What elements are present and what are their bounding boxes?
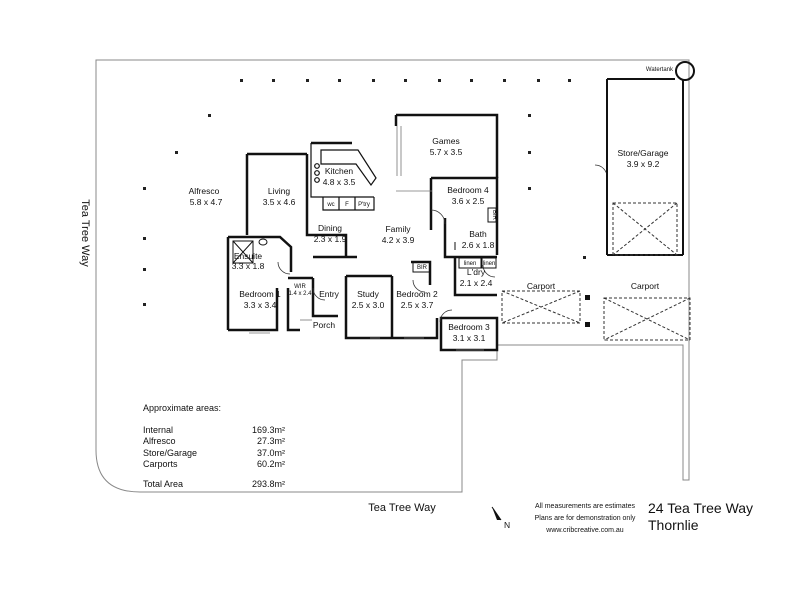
room-size: 4.2 x 3.9 bbox=[382, 235, 415, 245]
area-value: 37.0m² bbox=[256, 447, 285, 458]
room-name: WIR bbox=[294, 284, 306, 290]
windows bbox=[249, 126, 484, 351]
street-label-left: Tea Tree Way bbox=[79, 199, 91, 267]
watertank-icon bbox=[675, 61, 695, 81]
total-value: 293.8m² bbox=[251, 478, 285, 489]
area-label: Internal bbox=[143, 424, 174, 435]
watertank-label: Watertank bbox=[646, 67, 674, 73]
bir-small-label: BIR bbox=[491, 210, 497, 221]
store-garage bbox=[606, 78, 684, 256]
room-name: Bedroom 3 bbox=[448, 322, 490, 332]
approximate-areas: Approximate areas: Internal 169.3m² Alfr… bbox=[143, 403, 285, 490]
room-size: 5.7 x 3.5 bbox=[430, 147, 463, 157]
room-size: 2.6 x 1.8 bbox=[462, 240, 495, 250]
room-name: Study bbox=[357, 289, 379, 299]
area-label: Carports bbox=[143, 459, 178, 469]
alfresco-markers bbox=[143, 79, 586, 306]
house-walls bbox=[226, 113, 499, 352]
room-name: Kitchen bbox=[325, 166, 354, 176]
note-line: Plans are for demonstration only bbox=[534, 515, 636, 522]
ensuite-fixtures bbox=[232, 238, 268, 264]
room-size: 4.8 x 3.5 bbox=[323, 177, 356, 187]
room-size: 3.9 x 9.2 bbox=[627, 159, 660, 169]
fridge-label: F bbox=[345, 202, 349, 208]
areas-total-row: Total Area 293.8m² bbox=[143, 479, 285, 491]
kitchen-walls bbox=[310, 143, 377, 211]
room-labels: Alfresco 5.8 x 4.7 Living 3.5 x 4.6 Kitc… bbox=[189, 136, 669, 343]
pantry-label: P'try bbox=[358, 202, 370, 208]
area-label: Store/Garage bbox=[143, 447, 198, 458]
room-name: Bedroom 1 bbox=[239, 289, 281, 299]
room-size: 3.5 x 4.6 bbox=[263, 197, 296, 207]
carports bbox=[501, 290, 691, 341]
room-size: 2.5 x 3.0 bbox=[352, 300, 385, 310]
total-label: Total Area bbox=[143, 478, 184, 489]
room-name: Ensuite bbox=[234, 251, 263, 261]
note-line: All measurements are estimates bbox=[535, 503, 635, 510]
lot-boundary bbox=[95, 59, 690, 493]
room-name: Porch bbox=[313, 320, 335, 330]
room-name: Dining bbox=[318, 223, 342, 233]
room-name: Carport bbox=[631, 281, 660, 291]
carport-posts bbox=[585, 295, 590, 327]
room-name: Alfresco bbox=[189, 186, 220, 196]
property-address: 24 Tea Tree Way Thornlie bbox=[648, 500, 753, 534]
linen-label: linen bbox=[464, 261, 477, 267]
area-value: 169.3m² bbox=[251, 424, 285, 435]
note-line: www.cribcreative.com.au bbox=[546, 527, 624, 534]
linen-label-2: linen bbox=[483, 261, 496, 267]
room-name: Family bbox=[385, 224, 411, 234]
room-size: 3.6 x 2.5 bbox=[452, 196, 485, 206]
door-swings bbox=[277, 164, 608, 323]
room-name: Carport bbox=[527, 281, 556, 291]
room-name: Living bbox=[268, 186, 290, 196]
room-size: 3.3 x 3.4 bbox=[244, 300, 277, 310]
room-name: Store/Garage bbox=[617, 148, 668, 158]
area-label: Alfresco bbox=[143, 436, 176, 446]
room-size: 5.8 x 4.7 bbox=[190, 197, 223, 207]
room-name: Bedroom 4 bbox=[447, 185, 489, 195]
bir-label: BIR bbox=[417, 265, 428, 271]
room-name: L'dry bbox=[467, 267, 486, 277]
areas-row: Carports 60.2m² bbox=[143, 459, 285, 471]
street-label-bottom: Tea Tree Way bbox=[368, 502, 436, 514]
areas-row: Internal 169.3m² bbox=[143, 425, 285, 437]
fixture-labels: wc F P'try BIR linen linen BIR bbox=[326, 202, 497, 271]
room-name: Entry bbox=[319, 289, 340, 299]
room-size: 3.1 x 3.1 bbox=[453, 333, 486, 343]
room-name: Bedroom 2 bbox=[396, 289, 438, 299]
areas-row: Store/Garage 37.0m² bbox=[143, 448, 285, 460]
area-value: 27.3m² bbox=[256, 436, 285, 446]
room-size: 1.4 x 2.4 bbox=[288, 291, 312, 297]
wc-label: wc bbox=[326, 202, 334, 208]
areas-row: Alfresco 27.3m² bbox=[143, 436, 285, 448]
north-arrow-icon bbox=[491, 506, 502, 521]
address-suburb: Thornlie bbox=[648, 517, 699, 533]
closets bbox=[412, 257, 497, 273]
room-size: 2.3 x 1.9 bbox=[314, 234, 347, 244]
areas-heading: Approximate areas: bbox=[143, 403, 222, 413]
area-value: 60.2m² bbox=[256, 459, 285, 469]
room-size: 2.5 x 3.7 bbox=[401, 300, 434, 310]
north-label: N bbox=[504, 520, 510, 530]
room-size: 3.3 x 1.8 bbox=[232, 261, 265, 271]
room-size: 2.1 x 2.4 bbox=[460, 278, 493, 288]
address-street: 24 Tea Tree Way bbox=[648, 500, 754, 516]
room-name: Games bbox=[432, 136, 459, 146]
disclaimer-notes: All measurements are estimates Plans are… bbox=[530, 501, 640, 537]
room-name: Bath bbox=[469, 229, 487, 239]
bath-fixtures bbox=[454, 207, 497, 250]
